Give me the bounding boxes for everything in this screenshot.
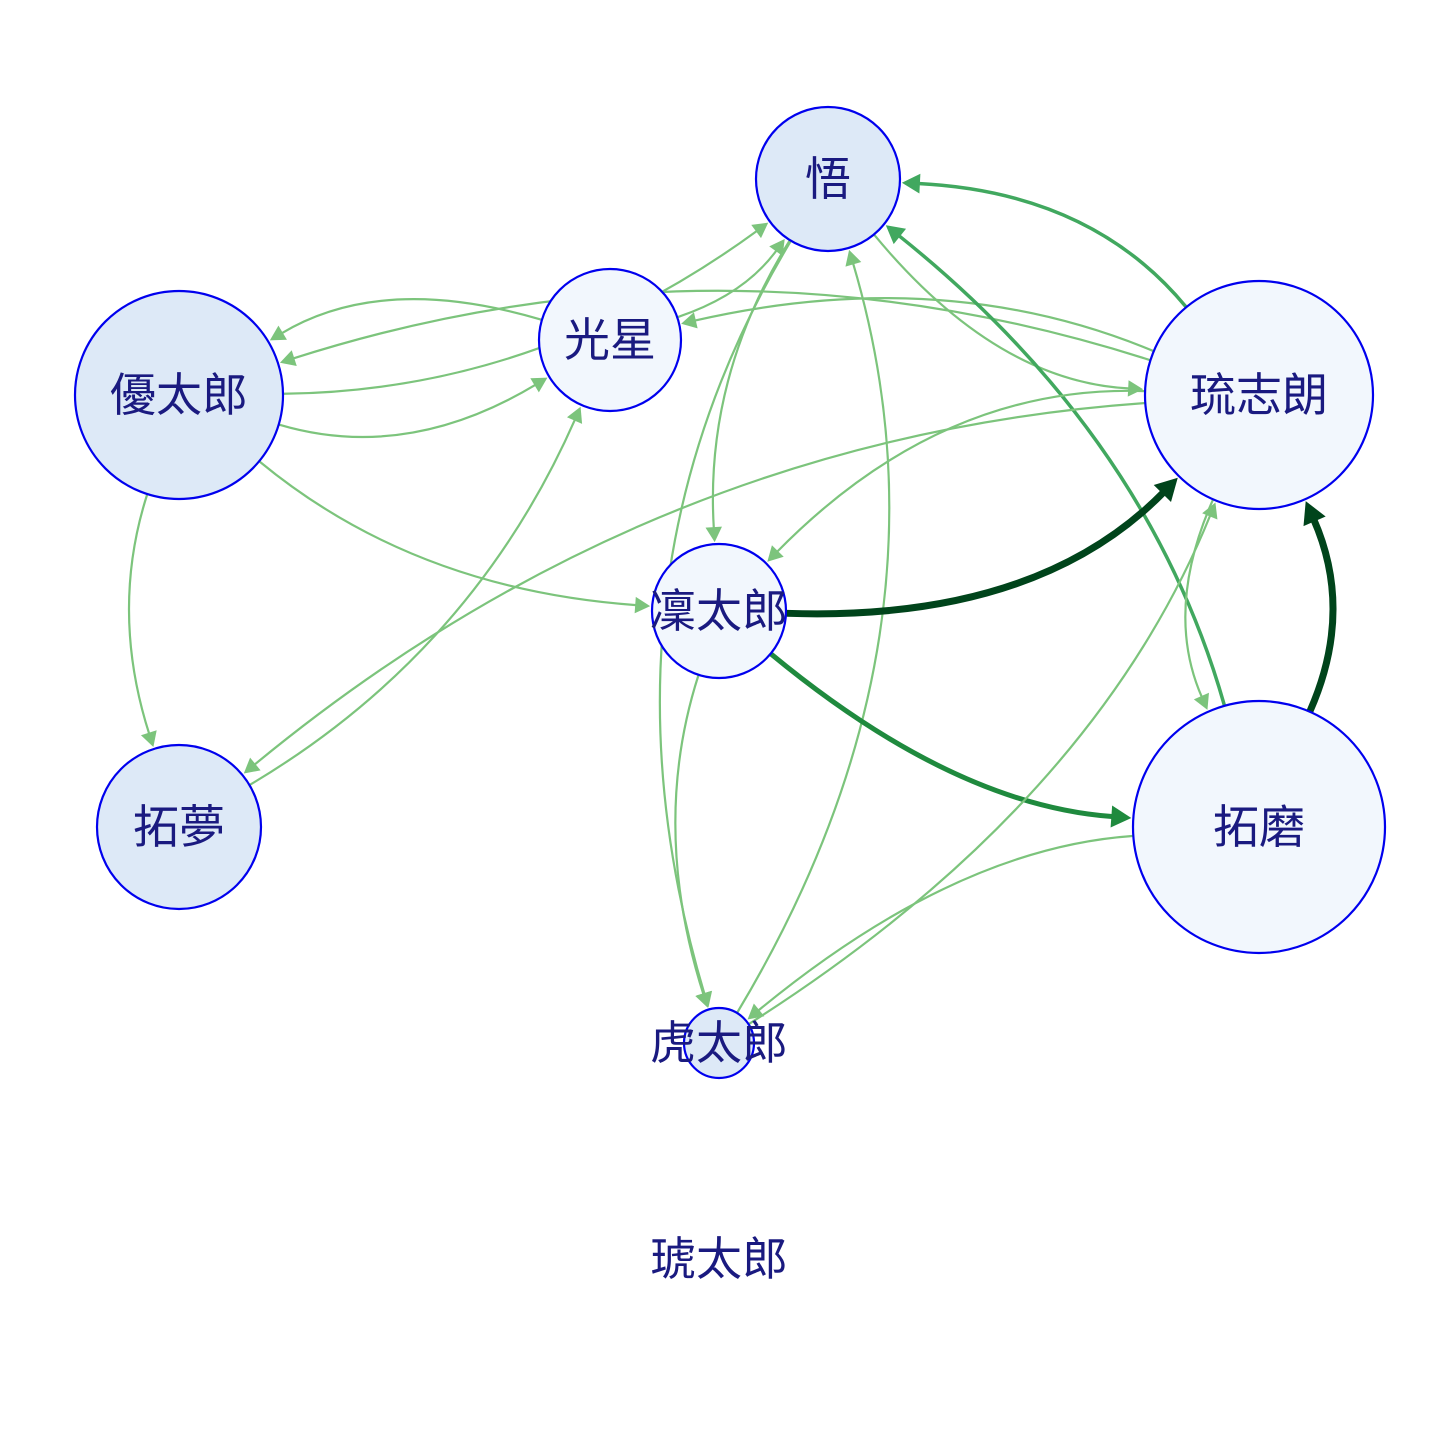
node-label-kotaro: 虎太郎 <box>650 1016 788 1070</box>
node-circle-rushiro <box>1143 279 1375 511</box>
arrowhead-rushiro-to-takumu <box>243 757 261 774</box>
node-label-takumu: 拓夢 <box>133 800 225 854</box>
node-label-satoru: 悟 <box>805 152 851 206</box>
node-circle-kosei <box>537 267 683 413</box>
node-kosei: 光星 <box>537 267 683 413</box>
arrowhead-rushiro-to-takuma <box>1193 692 1209 710</box>
node-label-takuma: 拓磨 <box>1213 800 1305 854</box>
node-circle-yutaro <box>73 289 285 501</box>
arrowhead-satoru-to-kotaro <box>696 990 713 1008</box>
edge-kosei-to-satoru <box>677 248 778 319</box>
node-label-kotaro2: 琥太郎 <box>650 1232 788 1286</box>
edge-kotaro-to-rushiro <box>748 513 1212 1025</box>
node-label-kosei: 光星 <box>564 313 656 367</box>
edge-kotaro-to-satoru <box>736 261 891 1014</box>
arrowhead-kotaro-to-satoru <box>845 249 862 267</box>
arrowhead-takumu-to-kosei <box>566 406 583 424</box>
arrowhead-satoru-to-rintaro <box>705 526 722 543</box>
edge-takuma-to-kotaro <box>756 834 1134 1012</box>
edge-satoru-to-rushiro <box>873 234 1131 390</box>
edge-rushiro-to-takumu <box>253 402 1146 767</box>
arrowhead-yutaro-to-rintaro <box>634 596 651 614</box>
node-label-rintaro: 凜太郎 <box>650 584 788 638</box>
edge-yutaro-to-kosei <box>278 383 537 439</box>
edge-takumu-to-kosei <box>249 418 577 786</box>
edge-rushiro-to-takuma <box>1184 499 1214 699</box>
edge-yutaro-to-takumu <box>127 493 151 736</box>
edge-rintaro-to-rushiro <box>783 488 1168 618</box>
node-circle-kotaro <box>682 1006 756 1080</box>
edge-rushiro-to-satoru <box>916 181 1188 309</box>
edge-takuma-to-satoru <box>896 233 1226 707</box>
arrowhead-satoru-to-rushiro <box>1127 380 1144 397</box>
arrowhead-rushiro-to-rintaro <box>767 545 784 562</box>
arrowhead-takuma-to-rushiro <box>1303 501 1326 527</box>
arrowhead-rintaro-to-rushiro <box>1153 477 1178 502</box>
node-label-yutaro: 優太郎 <box>110 368 248 422</box>
arrowhead-kotaro-to-rushiro <box>1202 502 1218 520</box>
edge-kosei-to-yutaro <box>280 298 543 335</box>
arrowhead-kosei-to-satoru <box>769 239 785 257</box>
node-kotaro2: 琥太郎 <box>650 1232 788 1286</box>
arrowhead-kosei-to-yutaro <box>269 325 287 341</box>
edge-yutaro-to-rintaro <box>258 460 638 607</box>
node-rintaro: 凜太郎 <box>650 542 788 680</box>
node-circle-satoru <box>754 105 902 253</box>
node-rushiro: 琉志朗 <box>1143 279 1375 511</box>
arrowhead-yutaro-to-takumu <box>140 730 157 747</box>
node-circle-takumu <box>95 743 263 911</box>
edge-rintaro-to-takuma <box>768 651 1116 820</box>
node-satoru: 悟 <box>754 105 902 253</box>
edge-rushiro-to-rintaro <box>775 389 1146 554</box>
edge-takuma-to-rushiro <box>1306 515 1337 715</box>
node-circle-takuma <box>1131 699 1387 955</box>
arrowhead-takuma-to-satoru <box>885 225 907 245</box>
node-takuma: 拓磨 <box>1131 699 1387 955</box>
edge-rushiro-to-yutaro <box>291 289 1151 362</box>
node-yutaro: 優太郎 <box>73 289 285 501</box>
arrowhead-rushiro-to-kosei <box>681 312 698 329</box>
edge-rushiro-to-kosei <box>693 297 1154 352</box>
arrowhead-takuma-to-kotaro <box>747 1003 765 1020</box>
arrowhead-rushiro-to-satoru <box>901 173 921 194</box>
arrowhead-yutaro-to-satoru <box>751 222 769 239</box>
node-takumu: 拓夢 <box>95 743 263 911</box>
edge-satoru-to-rintaro <box>711 239 791 530</box>
node-kotaro: 虎太郎 <box>650 1006 788 1080</box>
edge-yutaro-to-satoru <box>282 229 759 395</box>
arrowhead-rintaro-to-takuma <box>1110 805 1132 828</box>
arrowhead-yutaro-to-kosei <box>530 377 548 393</box>
edge-rintaro-to-kotaro <box>674 674 705 997</box>
arrowhead-rushiro-to-yutaro <box>279 350 297 366</box>
node-circle-rintaro <box>650 542 788 680</box>
node-label-rushiro: 琉志朗 <box>1190 368 1328 422</box>
